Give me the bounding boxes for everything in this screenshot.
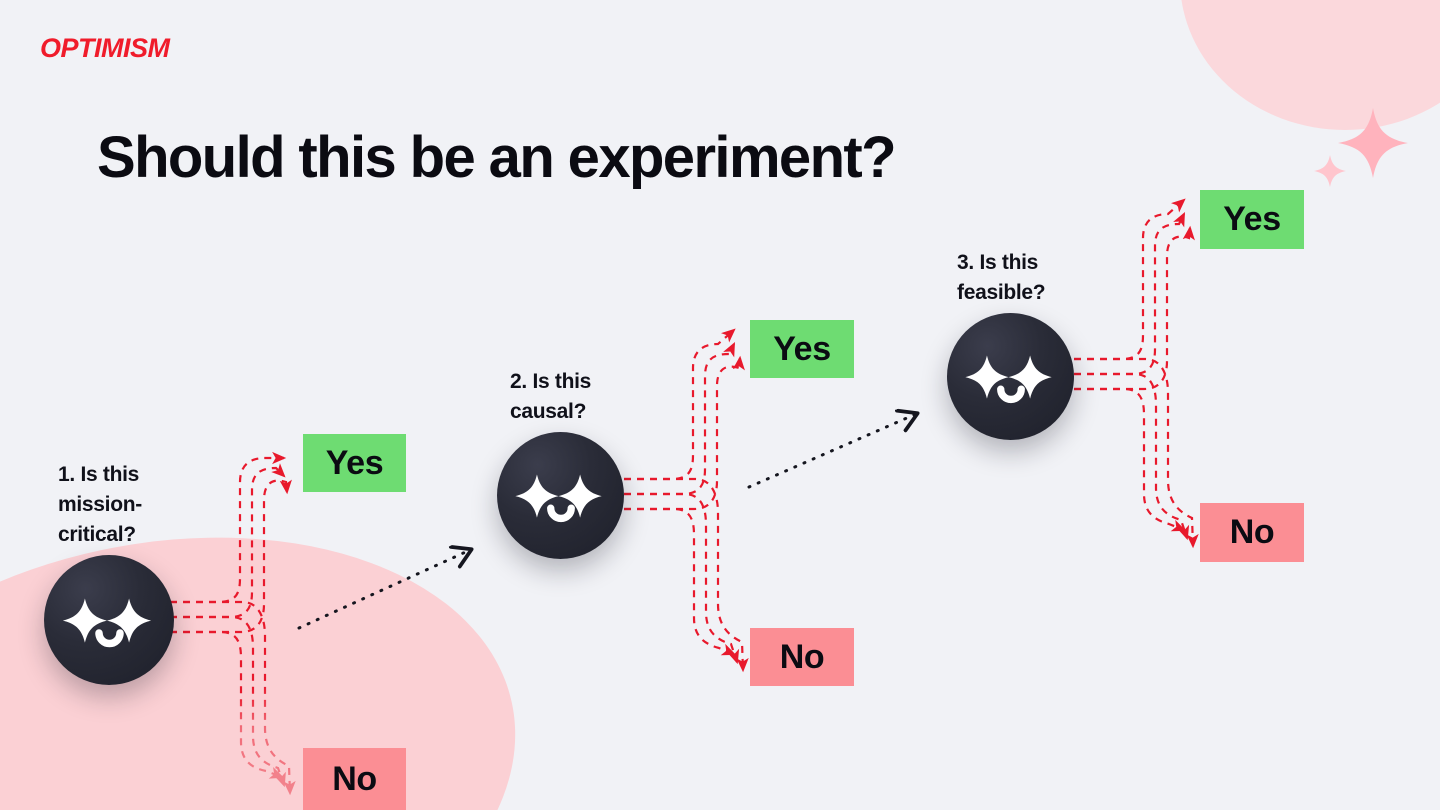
- node-3-label: 3. Is this feasible?: [957, 248, 1137, 308]
- smile-icon: [95, 629, 124, 648]
- branch-node-2-no: [624, 477, 749, 673]
- node-3[interactable]: [947, 313, 1074, 440]
- node-2-label: 2. Is this causal?: [510, 367, 690, 427]
- connector-node-2-to-node-3: [747, 414, 916, 489]
- node-1-label-line-1: 1. Is this: [58, 463, 140, 486]
- node-2-label-line-1: 2. Is this: [510, 370, 592, 393]
- node-1-label-line-2: mission-: [58, 492, 142, 516]
- sparkle-eye-left-icon: [515, 474, 559, 518]
- node-1-label: 1. Is this mission- critical?: [58, 460, 238, 549]
- outcome-3-no[interactable]: No: [1200, 503, 1304, 562]
- node-2[interactable]: [497, 432, 624, 559]
- node-3-label-line-1: 3. Is this: [957, 251, 1039, 274]
- node-1-label-line-3: critical?: [58, 522, 136, 546]
- sparkle-eye-right-icon: [106, 598, 152, 643]
- node-1[interactable]: [44, 555, 174, 685]
- outcome-1-yes[interactable]: Yes: [303, 434, 406, 492]
- node-2-label-line-2: causal?: [510, 399, 587, 423]
- outcome-label: No: [332, 759, 377, 798]
- outcome-2-yes[interactable]: Yes: [750, 320, 854, 378]
- sparkle-eye-right-icon: [558, 474, 602, 518]
- page-title: Should this be an experiment?: [97, 125, 897, 190]
- outcome-3-yes[interactable]: Yes: [1200, 190, 1304, 249]
- sparkle-eye-left-icon: [965, 355, 1009, 399]
- outcome-1-no[interactable]: No: [303, 748, 406, 810]
- sparkle-eye-right-icon: [1008, 355, 1052, 399]
- node-3-label-line-2: feasible?: [957, 280, 1046, 304]
- face-sparkle-eyes-smile: [497, 432, 624, 559]
- outcome-label: Yes: [1223, 200, 1281, 238]
- sparkle-eye-left-icon: [62, 598, 107, 643]
- outcome-2-no[interactable]: No: [750, 628, 854, 686]
- branch-node-3-no: [1074, 357, 1199, 549]
- face-sparkle-eyes-smile: [44, 555, 174, 685]
- optimism-logo: OPTIMISM: [40, 33, 170, 63]
- pink-blob-top-right: [1180, 0, 1440, 130]
- outcome-label: No: [1229, 513, 1275, 551]
- outcome-label: Yes: [325, 443, 384, 482]
- outcome-label: Yes: [773, 329, 831, 368]
- smile-icon: [997, 385, 1025, 404]
- outcome-label: No: [779, 637, 825, 676]
- face-sparkle-eyes-smile: [947, 313, 1074, 440]
- sparkle-small-icon: [1314, 155, 1346, 187]
- smile-icon: [547, 504, 575, 523]
